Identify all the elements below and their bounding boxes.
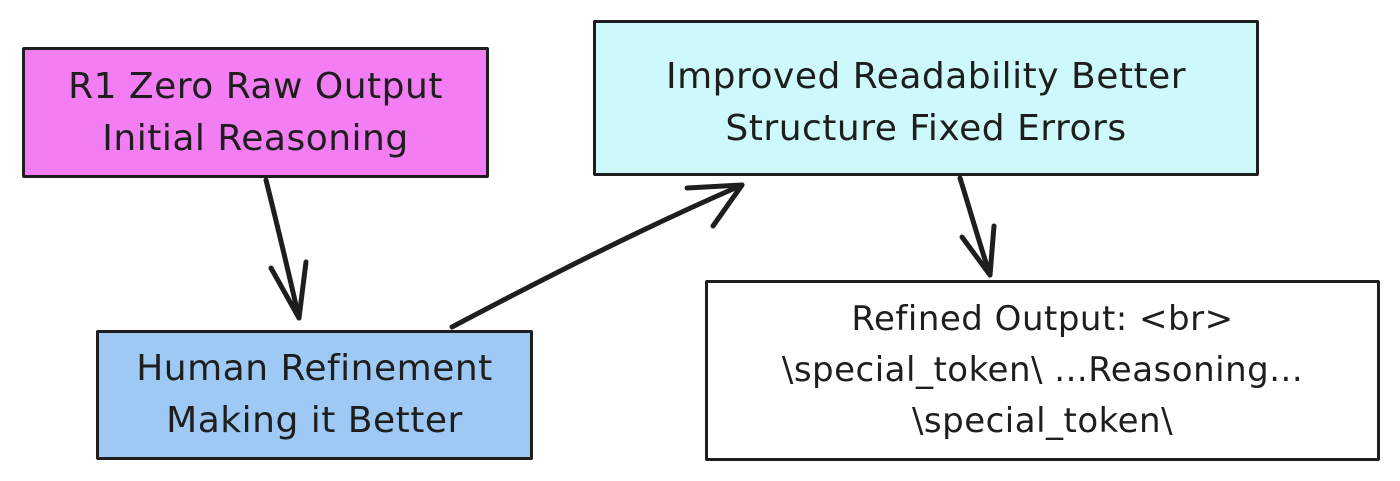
arrow-raw-to-human: [263, 177, 302, 321]
node-improved-readability: Improved Readability Better Structure Fi…: [593, 20, 1259, 176]
node-raw-line-2: Initial Reasoning: [102, 117, 409, 159]
arrow-head-improved-to-refined: [959, 223, 997, 278]
node-human-line-2: Making it Better: [166, 400, 463, 441]
node-raw-output: R1 Zero Raw Output Initial Reasoning: [22, 47, 489, 178]
node-refined-line-1: Refined Output: <br>: [851, 299, 1234, 339]
arrow-head-raw-to-human: [268, 259, 309, 321]
arrow-human-to-improved: [449, 182, 745, 330]
node-human-line-1: Human Refinement: [136, 348, 493, 389]
node-human-refinement: Human Refinement Making it Better: [96, 330, 533, 460]
node-improved-line-1: Improved Readability Better: [665, 56, 1187, 97]
node-refined-line-3: \special_token\: [911, 401, 1174, 441]
node-refined-output: Refined Output: <br> \special_token\ ...…: [705, 280, 1380, 461]
arrow-head-human-to-improved: [684, 182, 745, 229]
node-raw-line-1: R1 Zero Raw Output: [68, 65, 443, 107]
node-refined-line-2: \special_token\ ...Reasoning...: [781, 350, 1304, 390]
arrow-improved-to-refined: [957, 175, 993, 278]
node-improved-line-2: Structure Fixed Errors: [725, 108, 1127, 149]
